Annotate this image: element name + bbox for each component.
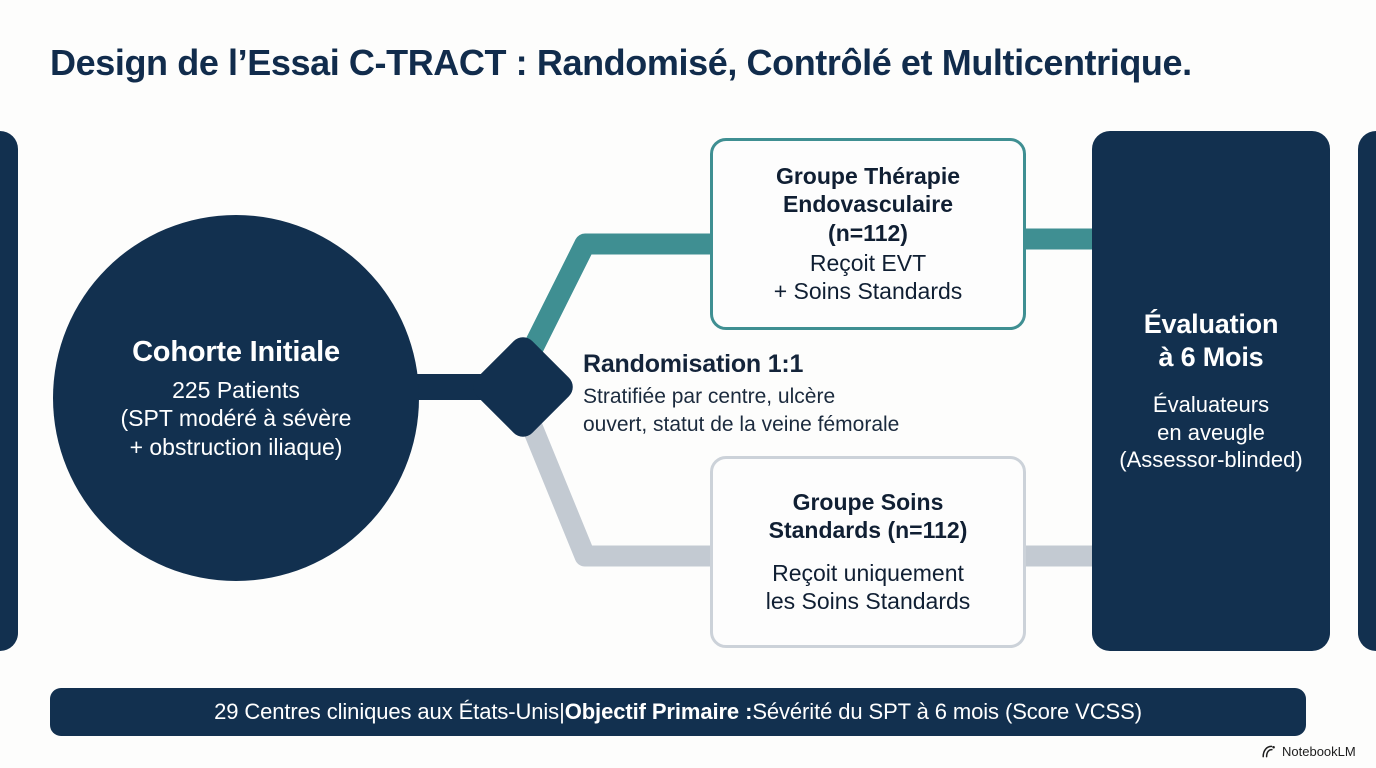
- evaluation-title-line-2: à 6 Mois: [1158, 341, 1264, 372]
- evaluation-panel: Évaluation à 6 Mois Évaluateurs en aveug…: [1092, 131, 1330, 651]
- randomisation-sub-line-2: ouvert, statut de la veine fémorale: [583, 412, 900, 436]
- page-title: Design de l’Essai C-TRACT : Randomisé, C…: [50, 42, 1192, 83]
- randomisation-subtext: Stratifiée par centre, ulcère ouvert, st…: [583, 383, 963, 438]
- evaluation-title-line-1: Évaluation: [1143, 308, 1279, 339]
- evaluation-sub-line-2: en aveugle: [1157, 419, 1265, 445]
- evaluation-sub-line-1: Évaluateurs: [1152, 391, 1270, 417]
- cohort-line-2: (SPT modéré à sévère: [120, 405, 352, 432]
- arm-endovascular-title: Groupe Thérapie Endovasculaire (n=112): [776, 162, 960, 246]
- notebooklm-watermark-label: NotebookLM: [1282, 744, 1356, 759]
- arm-standard-care-title-line-1: Groupe Soins: [792, 489, 944, 516]
- arm-endovascular-sub-line-2: + Soins Standards: [773, 278, 963, 305]
- arm-standard-care-title-line-2: Standards (n=112): [768, 517, 968, 544]
- arm-standard-care-sub: Reçoit uniquement les Soins Standards: [766, 559, 971, 616]
- arm-standard-care-sub-line-2: les Soins Standards: [765, 588, 971, 615]
- arm-endovascular-sub-line-1: Reçoit EVT: [809, 249, 927, 276]
- arm-endovascular-title-line-1: Groupe Thérapie: [775, 163, 961, 190]
- arm-box-standard-care: Groupe Soins Standards (n=112) Reçoit un…: [710, 456, 1026, 648]
- arm-standard-care-sub-line-1: Reçoit uniquement: [772, 559, 964, 586]
- cohort-title: Cohorte Initiale: [132, 335, 340, 368]
- randomisation-caption: Randomisation 1:1 Stratifiée par centre,…: [583, 350, 963, 438]
- footer-centers: 29 Centres cliniques aux États-Unis: [214, 699, 560, 724]
- notebooklm-logo-icon: [1262, 745, 1275, 758]
- right-edge-panel: [1358, 131, 1376, 651]
- notebooklm-watermark: NotebookLM: [1262, 744, 1356, 759]
- connector-node-to-evt: [521, 233, 712, 357]
- cohort-circle: Cohorte Initiale 225 Patients (SPT modér…: [53, 215, 419, 581]
- footer-bar: 29 Centres cliniques aux États-Unis | Ob…: [50, 688, 1306, 736]
- arm-box-endovascular: Groupe Thérapie Endovasculaire (n=112) R…: [710, 138, 1026, 330]
- arm-standard-care-title: Groupe Soins Standards (n=112): [769, 488, 968, 544]
- arm-endovascular-title-line-2: Endovasculaire: [782, 191, 953, 218]
- footer-separator: |: [559, 699, 565, 724]
- left-edge-panel: [0, 131, 18, 651]
- evaluation-sub: Évaluateurs en aveugle (Assessor-blinded…: [1119, 391, 1302, 474]
- arm-endovascular-sub: Reçoit EVT + Soins Standards: [774, 249, 963, 306]
- arm-endovascular-title-line-3: (n=112): [828, 219, 908, 246]
- evaluation-sub-line-3: (Assessor-blinded): [1119, 447, 1303, 473]
- connector-node-to-soc: [521, 420, 712, 567]
- evaluation-title: Évaluation à 6 Mois: [1144, 308, 1279, 374]
- cohort-line-1: 225 Patients: [172, 376, 300, 403]
- footer-objective-value: Sévérité du SPT à 6 mois (Score VCSS): [752, 699, 1142, 724]
- cohort-line-3: + obstruction iliaque): [129, 433, 343, 460]
- randomisation-sub-line-1: Stratifiée par centre, ulcère: [583, 385, 836, 408]
- randomisation-title: Randomisation 1:1: [583, 350, 804, 378]
- footer-objective-label: Objectif Primaire :: [564, 699, 753, 724]
